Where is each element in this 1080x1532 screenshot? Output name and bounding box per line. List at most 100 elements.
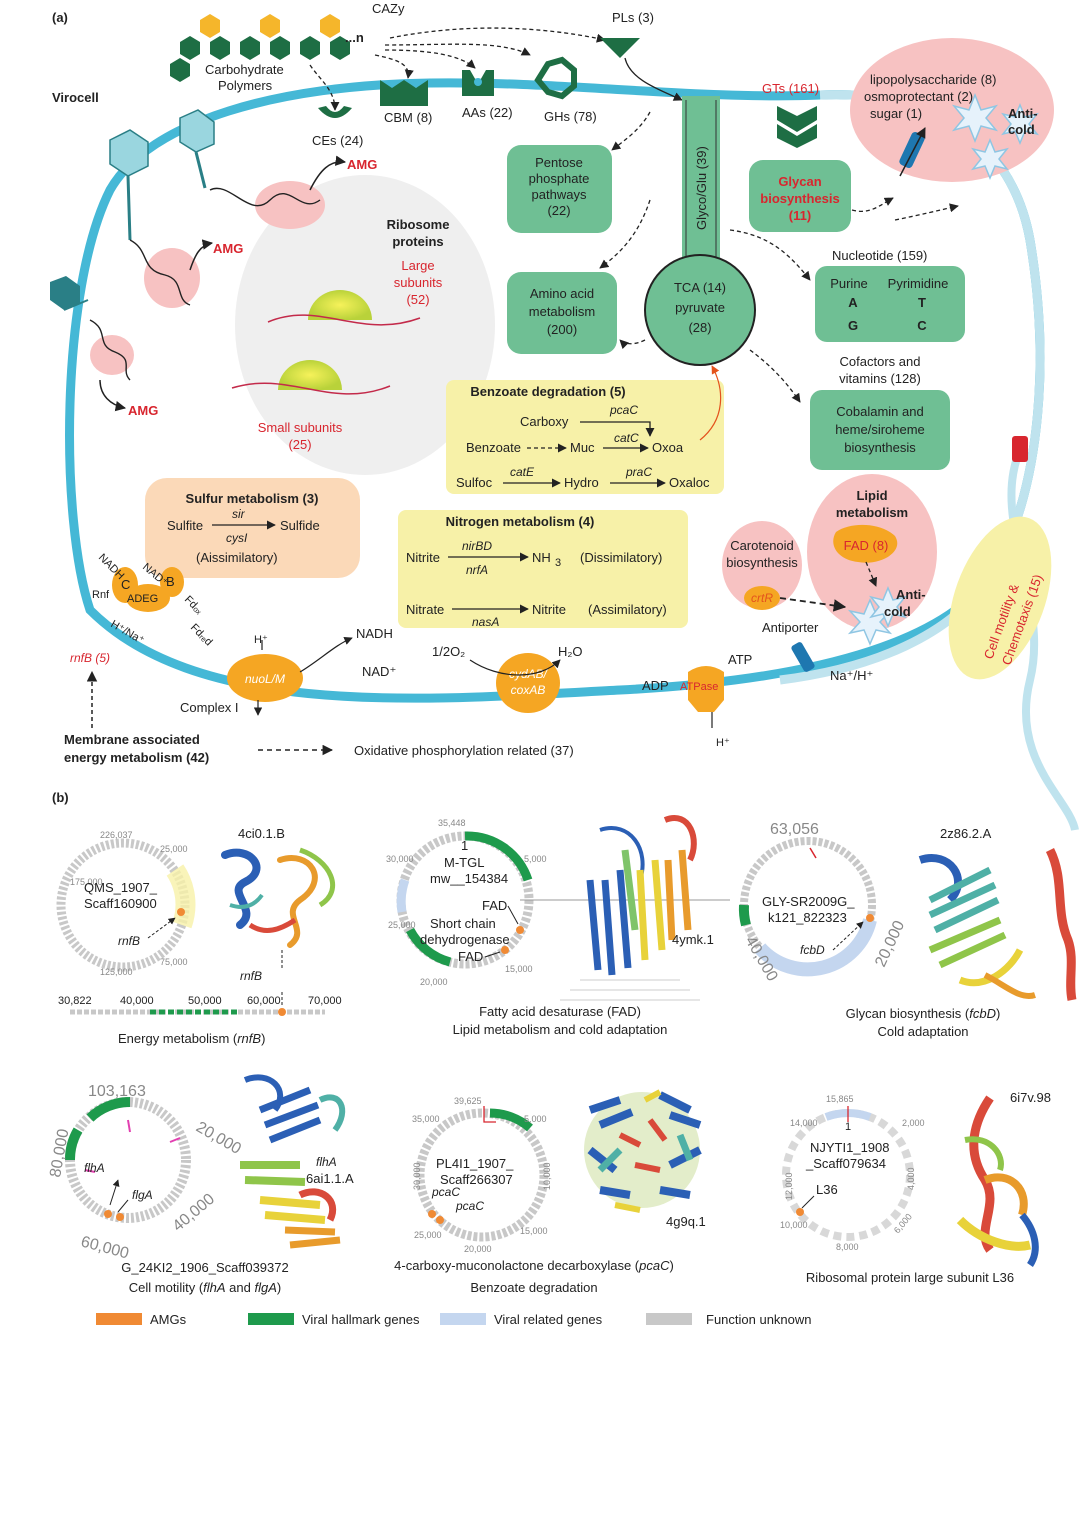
g1-tick-5: 125,000 [100,967,133,977]
large-line-1: Large [401,258,434,273]
legend: AMGs Viral hallmark genes Viral related … [96,1312,812,1327]
sulfur-box [145,478,360,578]
gts-icon [777,106,817,132]
small-line-2: (25) [288,437,311,452]
nitrate-label: Nitrate [406,602,444,617]
g1-gene: rnfB [118,934,140,948]
g5-tick-2: 15,000 [520,1226,548,1236]
g1-scale-2: 50,000 [188,995,222,1007]
tca-cycle [644,254,756,366]
amino-line-1: Amino acid [530,286,594,301]
amino-line-2: metabolism [529,304,595,319]
antiporter-label: Antiporter [762,620,819,635]
g6-tick-4: 10,000 [780,1220,808,1230]
nuoLM-label: nuoL/M [245,672,285,686]
g5-pdb: 4g9q.1 [666,1214,706,1229]
sulfoc-label: Sulfoc [456,475,493,490]
g5-tick-1: 10,000 [542,1162,552,1190]
g2-fad: FAD [482,898,507,913]
lps-line-3: sugar (1) [870,106,922,121]
g1-caption: Energy metabolism (rnfB) [118,1031,265,1046]
g6-pdb: 6i7v.98 [1010,1090,1051,1105]
cobalamin-line-2: heme/siroheme [835,422,925,437]
ces-icon [318,106,352,118]
sulfide-label: Sulfide [280,518,320,533]
g1-tick-7: 175,000 [70,877,103,887]
nh3-subscript: 3 [555,557,561,569]
g2-top: 35,448 [438,818,466,828]
g1-name-1: QMS_1907_ [84,880,158,895]
g5-gene-2: pcaC [455,1199,484,1213]
cyd-line-2: coxAB [511,683,546,697]
nuo-complex [227,654,303,702]
small-subunit-icon [278,360,342,390]
genome-map-4 [64,1097,191,1223]
g2-tick-2: 15,000 [505,964,533,974]
ribosome-line-1: Ribosome [387,217,450,232]
gts-label: GTs (161) [762,81,819,96]
legend-label-related: Viral related genes [494,1312,603,1327]
ribosome-line-2: proteins [392,234,443,249]
oxaloc-label: Oxaloc [669,475,710,490]
pentose-line-3: pathways [532,187,587,202]
small-line-1: Small subunits [258,420,343,435]
g3-name-1: GLY-SR2009G_ [762,894,855,909]
fad-blob [833,524,898,563]
pyrimidine-c: C [917,318,927,333]
nitrogen-title: Nitrogen metabolism (4) [446,514,595,529]
amg-label-1: AMG [347,157,377,172]
aas-label: AAs (22) [462,105,513,120]
benzoate-title: Benzoate degradation (5) [470,384,625,399]
g5-gene-1: pcaC [431,1185,460,1199]
genome-map-1 [56,838,196,972]
g3-name-2: k121_822323 [768,910,847,925]
atp-label: ATP [728,652,752,667]
catC-label: catC [614,431,639,445]
glycan-line-3: (11) [789,208,811,223]
pyrimidine-label: Pyrimidine [888,276,949,291]
genome-map-5 [415,1106,549,1242]
legend-label-amgs: AMGs [150,1312,187,1327]
cobalamin-line-1: Cobalamin and [836,404,923,419]
legend-swatch-hallmark [248,1313,294,1325]
snowflake-bottom-icons [847,586,907,646]
g5-top: 39,625 [454,1096,482,1106]
g6-tick-3: 8,000 [836,1242,859,1252]
complex1-nadh: NADH [356,626,393,641]
rnf-c: C [121,577,130,592]
g4-flhA2: flhA [316,1155,337,1169]
cysI-label: cysI [226,531,248,545]
cazy-label: CAZy [372,1,405,16]
rnf-label: Rnf [92,589,110,601]
nitrogen-assim-label: (Assimilatory) [588,602,667,617]
rnf-nadh: NADH [96,552,127,583]
benzoate-label: Benzoate [466,440,521,455]
pyrimidine-t: T [918,295,926,310]
polymer-n: ...n [345,30,364,45]
g6-name-1: NJYTI1_1908 [810,1140,890,1155]
atpase-complex [688,666,724,712]
g4-pdb: 6ai1.1.A [306,1171,354,1186]
sulfite-label: Sulfite [167,518,203,533]
glyco-column [682,96,720,266]
g2-tick-5: 30,000 [386,854,414,864]
anticold-top-1: Anti- [1008,106,1038,121]
g2-tick-4: 25,000 [388,920,416,930]
cofactors-line-2: vitamins (128) [839,371,921,386]
nirBD-label: nirBD [462,539,492,553]
pentose-line-2: phosphate [529,171,590,186]
large-line-2: subunits [394,275,443,290]
benzoate-box [446,380,724,494]
catE-label: catE [510,465,535,479]
crtR-label: crtR [751,591,773,605]
praC-label: praC [625,465,652,479]
sulfur-assim-label: (Aissimilatory) [196,550,278,565]
g1-scale-0: 30,822 [58,995,92,1007]
lipid-line-2: metabolism [836,505,908,520]
g6-top: 15,865 [826,1094,854,1104]
g1-tick-3: 75,000 [160,957,188,967]
g5-tick-4: 25,000 [414,1230,442,1240]
cobalamin-line-3: biosynthesis [844,440,916,455]
g2-caption-1: Fatty acid desaturase (FAD) [479,1004,641,1019]
atpase-hplus: H⁺ [716,737,730,749]
